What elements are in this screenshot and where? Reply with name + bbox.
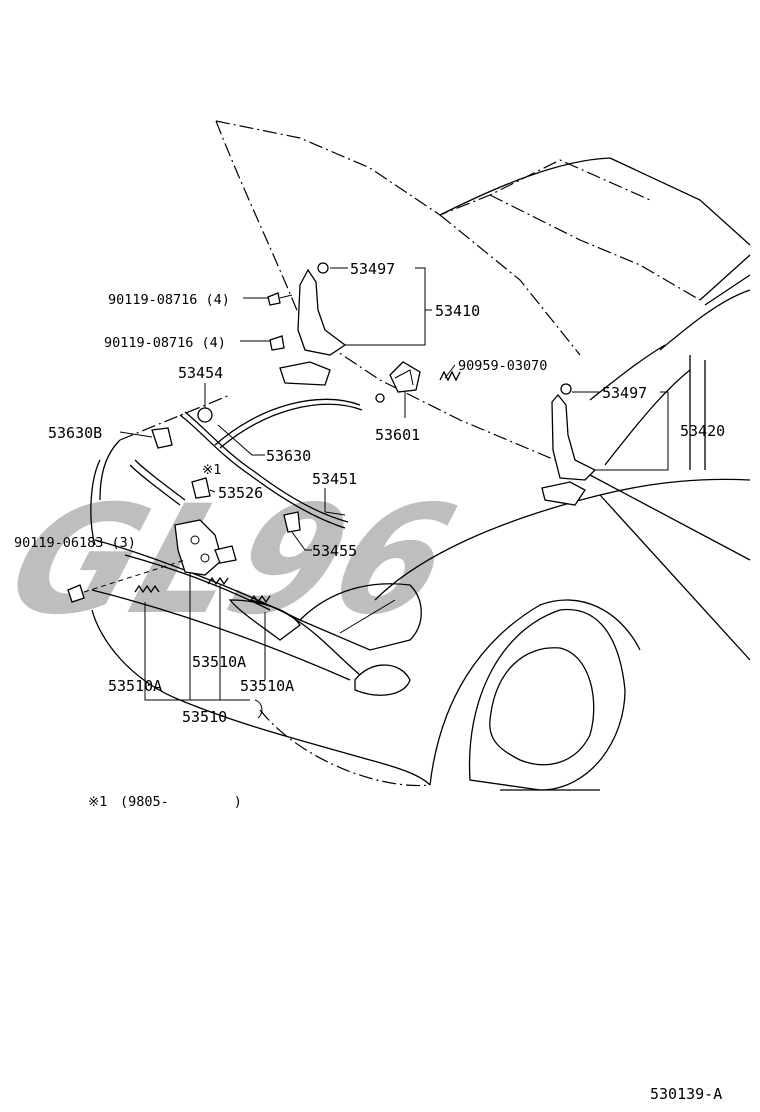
callout-53410: 53410: [435, 302, 480, 320]
hood-support-rod: [214, 393, 385, 449]
callout-90119-08716-lower: 90119-08716 (4): [104, 335, 226, 351]
watermark: GL96: [0, 474, 474, 648]
footnote: ※1 (9805- ): [88, 794, 242, 810]
hinge-bolt-upper-icon: [267, 292, 293, 306]
car-outline: [90, 120, 751, 791]
callout-53510a-center: 53510A: [192, 653, 246, 671]
callout-53455: 53455: [312, 542, 357, 560]
callout-53526: 53526: [218, 484, 263, 502]
callout-53454: 53454: [178, 364, 223, 382]
callout-53420: 53420: [680, 422, 725, 440]
hood-hinge-right: [541, 383, 597, 506]
callout-53630: 53630: [266, 447, 311, 465]
spring-clip-icon: [439, 370, 461, 382]
callout-labels: 53497 53410 90119-08716 (4) 90119-08716 …: [14, 260, 725, 726]
diagram-code: 530139-A: [650, 1085, 722, 1103]
hood-release-cable: [129, 411, 349, 529]
callout-90959-03070: 90959-03070: [458, 358, 547, 374]
callout-53451: 53451: [312, 470, 357, 488]
footnote-mark: ※1: [88, 794, 107, 810]
callout-90119-08716-upper: 90119-08716 (4): [108, 292, 230, 308]
callout-53510: 53510: [182, 708, 227, 726]
hood-hinge-left: [279, 262, 347, 386]
cable-clamp: [283, 511, 301, 533]
lock-bolt-icon: [67, 559, 186, 603]
support-rod-holder: [151, 427, 173, 449]
callout-53497-top: 53497: [350, 260, 395, 278]
lock-springs: [134, 576, 271, 604]
hinge-bolt-lower-icon: [269, 335, 285, 351]
leader-lines: [119, 267, 669, 719]
footnote-text: (9805- ): [120, 794, 242, 810]
callout-note-mark: ※1: [202, 462, 221, 478]
support-rod-cushion: [197, 407, 213, 423]
hood-lock-bumper: [389, 361, 421, 393]
callout-53510a-right: 53510A: [240, 677, 294, 695]
watermark-text: GL96: [0, 474, 474, 648]
callout-53510a-left: 53510A: [108, 677, 162, 695]
callout-53497-right: 53497: [602, 384, 647, 402]
hood-lock-assy: [174, 519, 237, 576]
callout-53601: 53601: [375, 426, 420, 444]
hood-lock-hook: [191, 477, 211, 499]
callout-90119-06183: 90119-06183 (3): [14, 535, 136, 551]
callout-53630b: 53630B: [48, 424, 102, 442]
